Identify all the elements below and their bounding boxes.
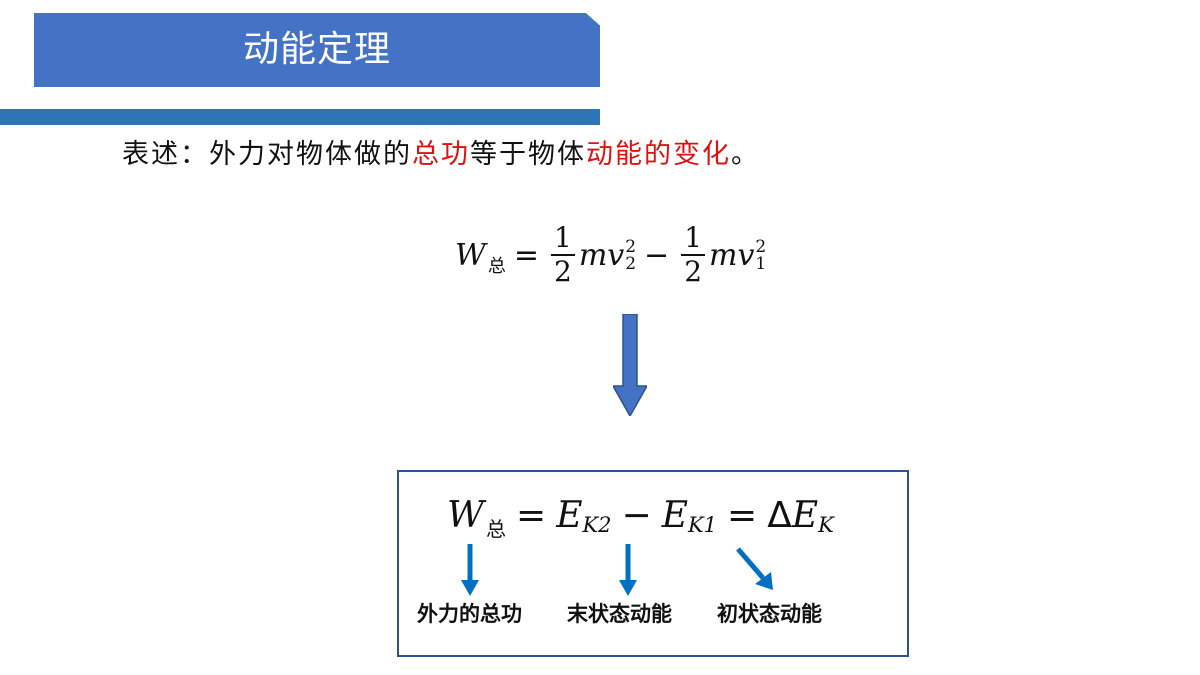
formula1-num-2: 1 [681, 222, 706, 256]
formula1-supsub-1: 2 2 [625, 239, 636, 273]
theorem-statement: 表述：外力对物体做的总功等于物体动能的变化。 [122, 132, 760, 171]
formula2-w: W [447, 494, 485, 536]
formula1-equals: = [513, 237, 539, 273]
formula1-w: W [455, 237, 486, 273]
formula2-w-sub: 总 [486, 516, 507, 541]
formula1-sup-1: 2 [625, 237, 637, 257]
formula1-den-2: 2 [684, 255, 703, 288]
formula2-e3: E [791, 494, 819, 536]
arrow-total-work-icon [461, 544, 479, 596]
arrow-final-ke-icon [619, 544, 637, 596]
label-final-ke: 末状态动能 [567, 602, 672, 626]
title-underbar [0, 109, 600, 125]
formula2-e1-sub: K2 [582, 513, 612, 537]
formula2-e1: E [556, 494, 583, 536]
formula1-w-sub: 总 [487, 256, 506, 277]
statement-middle: 等于物体 [470, 139, 586, 170]
formula2-equals-1: = [516, 494, 547, 536]
formula2-minus: − [621, 494, 652, 536]
formula1-sub-1: 2 [625, 254, 637, 274]
formula1-den-1: 2 [553, 255, 572, 288]
title-banner: 动能定理 [34, 13, 600, 87]
formula2-equals-2: = [727, 494, 758, 536]
label-initial-ke: 初状态动能 [717, 602, 822, 626]
formula2-delta: Δ [767, 494, 792, 536]
result-box: W 总 = E K2 − E K1 = Δ E K 外力的总功 末状态动能 初状… [397, 470, 909, 657]
formula1-minus: − [644, 237, 670, 273]
formula1-fraction-1: 1 2 [550, 222, 575, 288]
formula1-mv-2: mv [709, 237, 755, 273]
formula2-e2-sub: K1 [687, 513, 718, 537]
kinetic-energy-change-formula: W 总 = E K2 − E K1 = Δ E K [447, 490, 834, 541]
statement-highlight-ke-change: 动能的变化 [586, 139, 731, 170]
arrow-initial-ke-icon [736, 547, 773, 590]
formula1-num-1: 1 [550, 222, 575, 256]
statement-highlight-total-work: 总功 [412, 139, 470, 170]
formula2-e2: E [661, 494, 688, 536]
work-energy-formula: W 总 = 1 2 mv 2 2 − 1 2 mv 2 1 [455, 210, 766, 300]
down-arrow-icon [613, 314, 647, 416]
formula1-mv-1: mv [578, 237, 625, 273]
formula1-sup-2: 2 [755, 237, 767, 257]
formula2-e3-sub: K [818, 513, 834, 537]
label-total-work: 外力的总功 [417, 602, 522, 626]
formula1-sub-2: 1 [755, 254, 767, 274]
formula1-fraction-2: 1 2 [681, 222, 706, 288]
formula1-supsub-2: 2 1 [755, 239, 766, 273]
statement-prefix: 表述：外力对物体做的 [122, 139, 412, 170]
statement-suffix: 。 [731, 139, 760, 170]
slide-title: 动能定理 [242, 29, 391, 70]
